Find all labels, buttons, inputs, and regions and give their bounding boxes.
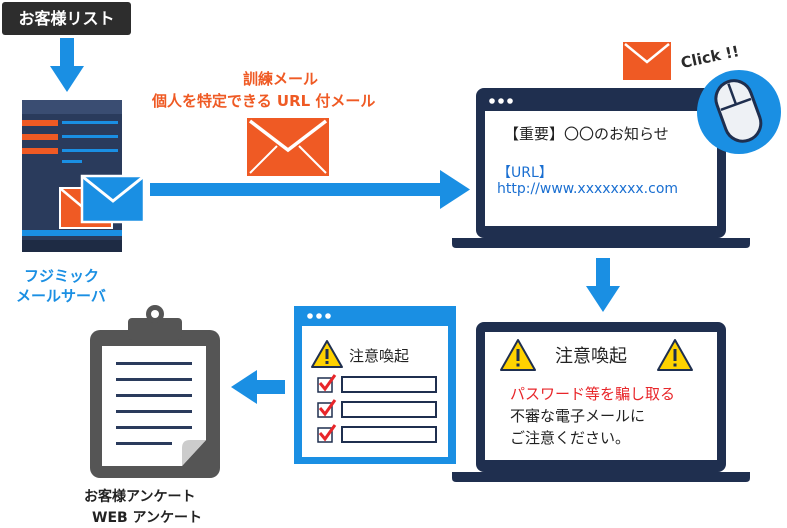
mail-server-label-line2: メールサーバ	[16, 287, 106, 305]
warning-icon-right	[657, 339, 693, 371]
training-mail-envelope-icon	[247, 118, 329, 176]
laptop-email	[452, 88, 750, 248]
email-url-label: 【URL】	[497, 165, 553, 181]
warning-message-line2: 不審な電子メールに	[510, 407, 646, 425]
incoming-mail-envelope-icon	[623, 42, 671, 80]
email-subject: 【重要】〇〇のお知らせ	[504, 125, 669, 143]
clipboard-icon	[90, 305, 220, 478]
training-mail-subtitle: 個人を特定できる URL 付メール	[152, 92, 376, 110]
training-mail-title: 訓練メール	[243, 70, 319, 88]
warning-icon-left	[500, 339, 536, 371]
mouse-icon	[697, 70, 781, 154]
survey-title: 注意喚起	[349, 347, 410, 365]
arrow-survey-to-clipboard	[231, 370, 285, 404]
customer-list-badge: お客様リスト	[2, 2, 131, 35]
arrow-down-list-to-server	[50, 38, 84, 92]
survey-label-line1: お客様アンケート	[84, 489, 196, 505]
warning-message-line1: パスワード等を騙し取る	[510, 385, 676, 403]
email-url-link: http://www.xxxxxxxx.com	[497, 181, 679, 197]
arrow-laptop-to-warning	[586, 258, 620, 312]
server-blue-envelope-icon	[80, 174, 146, 224]
survey-warning-icon	[311, 340, 343, 368]
warning-message-line3: ご注意ください。	[510, 429, 631, 447]
arrow-server-to-laptop	[150, 170, 470, 209]
survey-label-line2: WEB アンケート	[92, 510, 202, 526]
survey-checklist	[317, 374, 437, 443]
mail-server-label-line1: フジミック	[24, 267, 100, 285]
warning-title: 注意喚起	[555, 346, 627, 367]
